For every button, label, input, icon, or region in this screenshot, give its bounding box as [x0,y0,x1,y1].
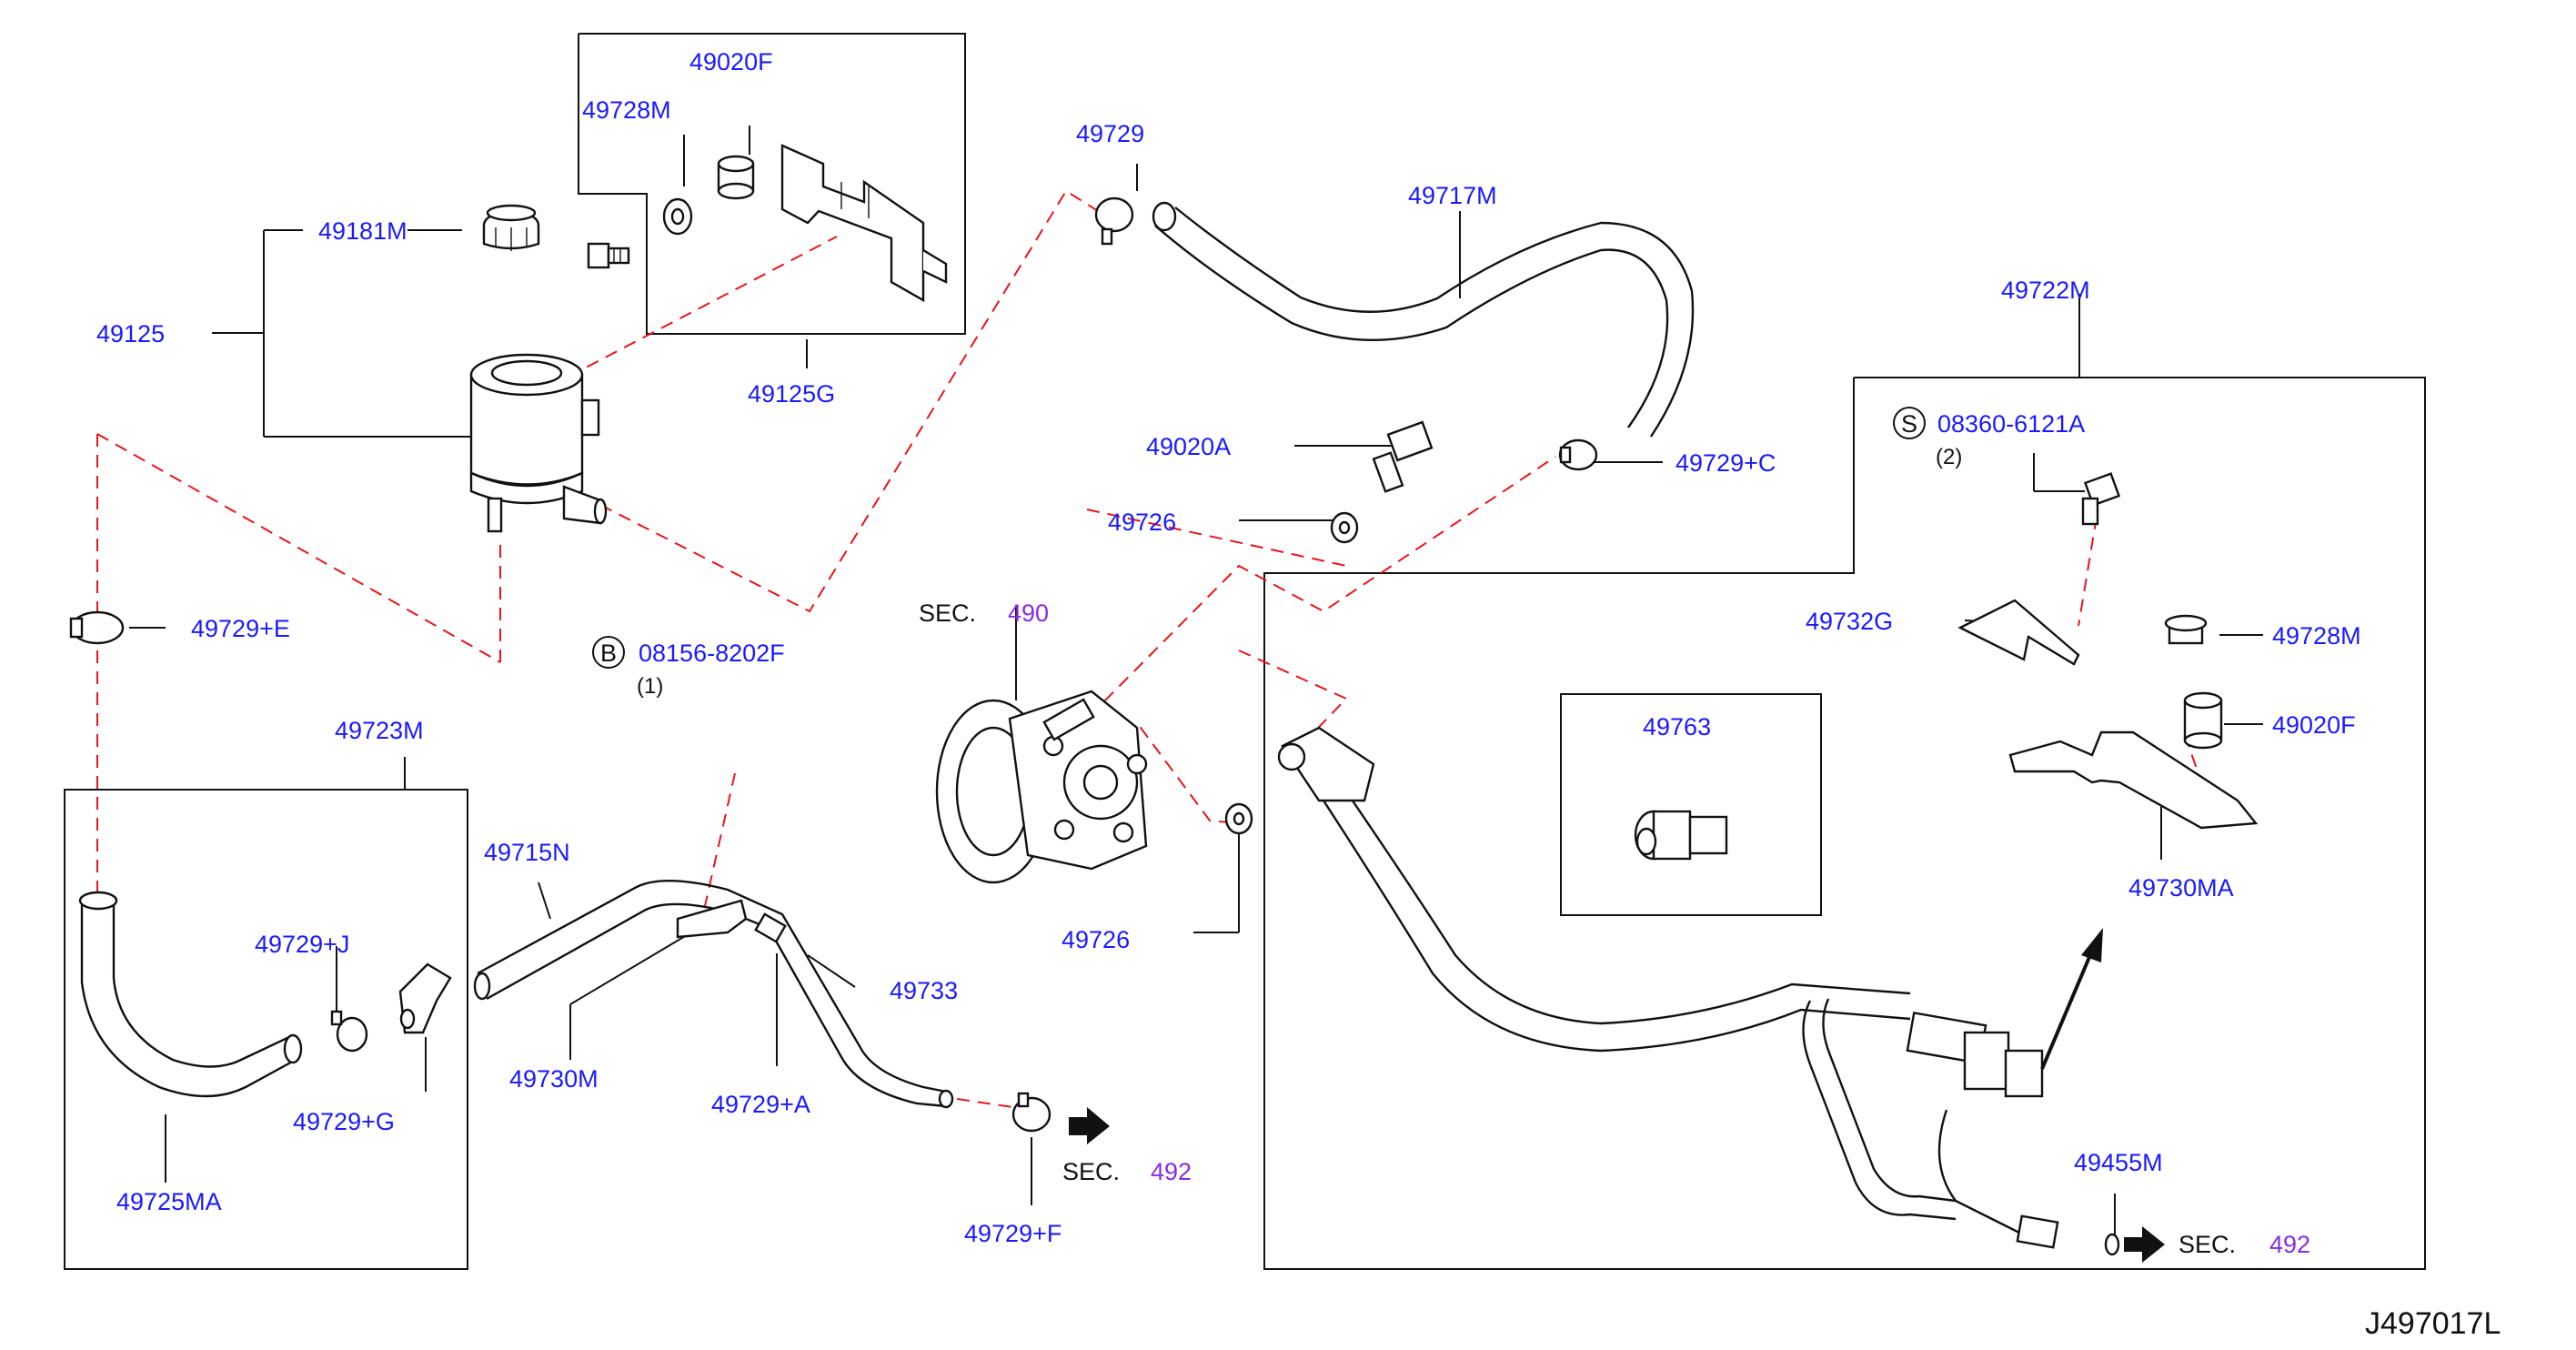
clip-49732G-icon [1957,599,2080,666]
screw-icon [2081,472,2121,526]
reservoir-tank-icon [469,353,608,533]
label-49181M: 49181M [318,217,408,245]
washer-icon [2104,1233,2120,1256]
return-hose-icon [1152,201,1695,438]
box-49763 [1560,693,1822,916]
dashed-leaders [96,189,2217,1109]
hose-clamp-icon [1011,1092,1052,1133]
label-49125: 49125 [96,320,165,348]
box-49722M [1263,377,2426,1270]
direction-arrow-icon [2040,928,2103,1070]
label-49729-C: 49729+C [1675,449,1776,477]
flange-bolt-icon [1372,420,1434,493]
hose-49725MA-icon [78,891,303,1098]
washer-icon [1330,511,1359,544]
box-49723M [64,789,468,1270]
bolt-icon [587,242,630,269]
label-49732G: 49732G [1806,608,1893,635]
sec-492-a-text: SEC. [1062,1158,1120,1185]
sec-492-b-text: SEC. [2179,1231,2236,1258]
grommet-icon [662,197,693,236]
power-steering-pump-icon [935,690,1148,884]
label-49726-b: 49726 [1062,926,1130,953]
box-49125G [578,33,966,335]
diagram-reference: J497017L [2365,1306,2501,1341]
circled-b-icon: B [592,636,625,669]
hose-bracket-clip-icon [398,962,452,1034]
qty-08156: (1) [637,674,663,699]
label-49723M: 49723M [335,717,424,744]
hose-bracket-icon [2008,730,2259,830]
bushing-icon [717,155,755,200]
label-08360-6121A: 08360-6121A [1937,410,2085,438]
label-49715N: 49715N [484,839,570,866]
label-49763: 49763 [1643,713,1711,740]
sec-492-a-number: 492 [1151,1158,1192,1185]
label-49722M: 49722M [2001,277,2090,304]
label-49729-J: 49729+J [255,931,349,958]
hose-clamp-icon [330,1010,368,1053]
hose-clamp-icon [1558,438,1598,471]
label-49726-a: 49726 [1108,509,1176,536]
sec-arrow-icon [2124,1226,2165,1263]
reservoir-cap-icon [482,204,540,251]
pressure-switch-icon [1634,810,1728,861]
qty-08360: (2) [1936,445,1962,469]
label-08156-8202F: 08156-8202F [639,640,785,667]
sec-arrow-icon [1069,1107,1110,1144]
label-49020F-top: 49020F [689,48,773,76]
label-49729-E: 49729+E [191,615,290,642]
pipe-clip-icon [754,912,787,943]
label-49733: 49733 [890,977,958,1004]
hose-clamp-icon [69,610,125,645]
sec-492-b-number: 492 [2269,1231,2310,1258]
label-49725MA: 49725MA [116,1188,222,1215]
label-49728M-top: 49728M [582,96,671,124]
label-49729-G: 49729+G [293,1108,395,1135]
circled-s-letter: S [1901,410,1917,438]
label-49729: 49729 [1076,120,1144,147]
label-49729-F: 49729+F [964,1220,1062,1247]
grommet-icon [2164,614,2208,645]
label-49730M: 49730M [509,1065,599,1093]
label-49455M: 49455M [2074,1149,2163,1176]
sec-490-number: 490 [1008,599,1049,627]
pipe-bracket-icon [676,899,748,939]
label-49020F-right: 49020F [2272,711,2356,739]
sec-490-text: SEC. [919,599,976,627]
label-49728M-right: 49728M [2272,622,2361,650]
reservoir-bracket-icon [780,144,948,303]
bushing-icon [2183,691,2223,750]
hose-clamp-icon [1094,196,1134,246]
suction-pipe-icon [473,879,954,1109]
solid-leaders [129,126,2263,1237]
label-49020A: 49020A [1146,433,1231,460]
label-49730MA: 49730MA [2128,874,2234,902]
pressure-hose-icon [1277,726,2059,1249]
washer-icon [1224,802,1253,835]
label-49717M: 49717M [1408,182,1497,209]
label-49729-A: 49729+A [711,1091,810,1118]
circled-s-icon: S [1893,407,1926,439]
label-49125G: 49125G [748,380,835,408]
circled-b-letter: B [600,640,617,667]
